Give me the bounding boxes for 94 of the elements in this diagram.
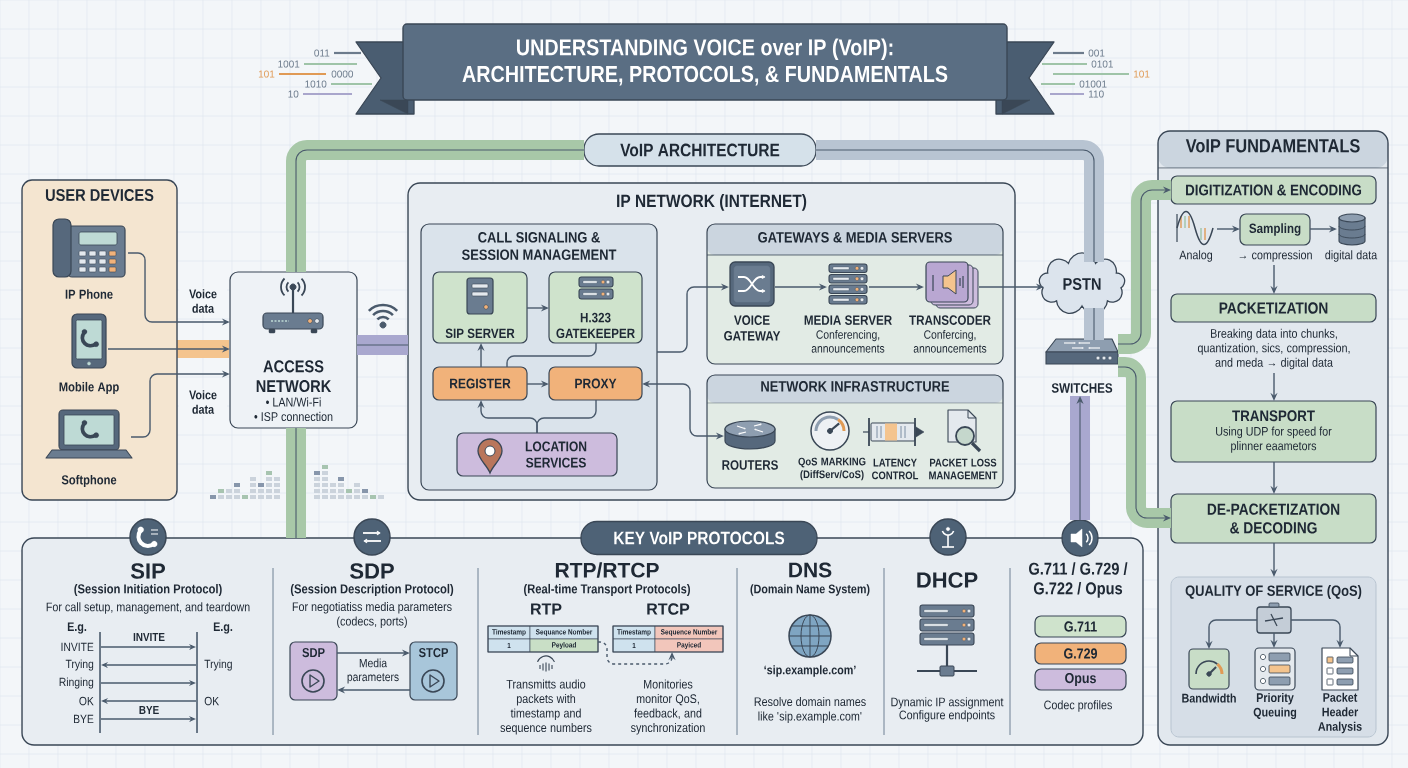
binary-digits: 110 bbox=[1088, 90, 1104, 98]
component-label: ROUTERS bbox=[722, 460, 778, 470]
connector-line bbox=[536, 399, 597, 434]
step-box: Sampling bbox=[1239, 213, 1311, 246]
table-heading: RTCP bbox=[647, 603, 690, 615]
device-label: Mobile App bbox=[59, 381, 119, 395]
message-label: OK bbox=[204, 696, 219, 706]
component-label: LATENCY CONTROL bbox=[872, 458, 919, 480]
binary-digits: 1010 bbox=[305, 80, 327, 88]
message-label: BYE bbox=[139, 706, 159, 714]
codec-pill: G.729 bbox=[1034, 642, 1127, 665]
node-label: Bandwidth bbox=[1182, 693, 1236, 703]
step-box: TRANSPORT Using UDP for speed for plinner eaametors bbox=[1170, 400, 1377, 463]
protocol-title: DHCP bbox=[917, 572, 978, 588]
binary-digits: 101 bbox=[258, 70, 275, 78]
cloud: PSTN bbox=[1038, 252, 1126, 315]
node-label: → compression bbox=[1239, 250, 1312, 262]
component-label: MEDIA SERVER Conferencing, announcements bbox=[804, 315, 892, 353]
speaker-icon bbox=[1061, 519, 1099, 557]
message-label: Trying bbox=[204, 659, 232, 671]
node-label: Packet Header Analysis bbox=[1318, 692, 1362, 734]
node-label: Analog bbox=[1179, 250, 1213, 262]
title-banner: UNDERSTANDING VOICE over IP (VoIP): ARCHITECTURE, PROTOCOLS, & FUNDAMENTALS bbox=[355, 23, 1055, 115]
binary-digits: 001 bbox=[1088, 49, 1105, 57]
hub-icon bbox=[1256, 602, 1292, 634]
node-label: digital data bbox=[1325, 250, 1378, 262]
binary-digits: 01001 bbox=[1079, 80, 1107, 88]
panel-heading: KEY VoIP PROTOCOLS bbox=[580, 520, 818, 556]
media-box: SDP bbox=[289, 641, 338, 701]
protocol-title: G.711 / G.729 / G.722 / Opus bbox=[1029, 562, 1128, 598]
protocol-subtitle: (Domain Name System) bbox=[750, 584, 870, 596]
codec-pill: G.711 bbox=[1034, 615, 1127, 638]
protocol-title: SIP bbox=[130, 563, 165, 579]
edge-label: Voice data bbox=[179, 287, 227, 315]
message-label: OK bbox=[79, 696, 94, 706]
device-label: IP Phone bbox=[65, 289, 113, 299]
device-label: Softphone bbox=[61, 474, 117, 488]
protocol-subtitle: (Real-time Transport Protocols) bbox=[524, 583, 690, 597]
edge-label: Voice data bbox=[179, 388, 227, 416]
protocol-subtitle: (Session Description Protocol) bbox=[290, 583, 454, 597]
component-label: SWITCHES bbox=[1051, 383, 1113, 393]
binary-digits: 011 bbox=[314, 49, 330, 57]
binary-digits: 101 bbox=[1133, 70, 1150, 78]
media-box: STCP bbox=[409, 641, 458, 701]
component-label: VOICE GATEWAY bbox=[724, 315, 781, 341]
node-label: Priority Queuing bbox=[1253, 692, 1297, 720]
service-box: LOCATION SERVICES bbox=[456, 432, 618, 477]
binary-digits: 0101 bbox=[1091, 60, 1113, 68]
label-pill: VoIP ARCHITECTURE bbox=[583, 133, 817, 167]
component-label: TRANSCODER Confercing, announcements bbox=[909, 315, 991, 353]
step-box: PACKETIZATION bbox=[1170, 293, 1377, 323]
component-label: QoS MARKING (DiffServ/CoS) bbox=[798, 457, 866, 481]
message-label: INVITE bbox=[133, 633, 165, 641]
pipe-connector bbox=[815, 140, 1104, 263]
pipe-connector bbox=[1084, 307, 1104, 341]
description: Monitories monitor QoS, feedback, and synchronization bbox=[630, 679, 705, 735]
binary-digits: 1001 bbox=[278, 60, 300, 68]
domain-name: ‘sip.example.com’ bbox=[764, 665, 856, 677]
description: Codec profiles bbox=[1044, 700, 1112, 712]
description: Transmitts audio packets with timestamp and sequence numbers bbox=[500, 679, 592, 735]
description: For negotiatiss media parameters (codecs, ports) bbox=[292, 601, 452, 629]
message-label: Trying bbox=[65, 659, 94, 671]
description: Resolve domain names like 'sip.example.com' bbox=[754, 696, 866, 724]
pipe-connector bbox=[286, 140, 585, 273]
message-label: INVITE bbox=[61, 642, 94, 652]
table-heading: RTP bbox=[531, 603, 562, 615]
pipe-connector bbox=[286, 427, 306, 539]
example-label: E.g. bbox=[213, 622, 233, 634]
pipe-connector bbox=[1070, 396, 1090, 521]
message-label: BYE bbox=[74, 714, 94, 724]
description: Configure endpoints bbox=[899, 710, 995, 722]
edge-label: Media parameters bbox=[338, 656, 408, 686]
binary-digits: 0000 bbox=[331, 70, 354, 78]
description: For call setup, management, and teardown bbox=[46, 602, 250, 614]
protocol-subtitle: (Session Initiation Protocol) bbox=[74, 583, 222, 597]
message-label: Ringing bbox=[59, 677, 94, 689]
pipe-connector bbox=[1117, 180, 1171, 354]
example-label: E.g. bbox=[67, 622, 87, 634]
codec-pill: Opus bbox=[1034, 668, 1127, 691]
protocol-title: SDP bbox=[350, 563, 394, 579]
process-box: PROXY bbox=[548, 366, 643, 401]
protocol-title: DNS bbox=[789, 562, 832, 578]
protocol-title: RTP/RTCP bbox=[555, 562, 659, 578]
step-box: DIGITIZATION & ENCODING bbox=[1170, 175, 1377, 205]
component-label: PACKET LOSS MANAGEMENT bbox=[929, 458, 998, 480]
binary-digits: 10 bbox=[288, 90, 299, 98]
description: Dynamic IP assignment bbox=[891, 697, 1004, 709]
description: Breaking data into chunks, quantization, sics, compression, and meda → digital data bbox=[1197, 328, 1350, 370]
process-box: REGISTER bbox=[432, 366, 528, 401]
pipe-connector bbox=[356, 335, 409, 355]
step-box: DE-PACKETIZATION & DECODING bbox=[1170, 493, 1377, 544]
connector-line bbox=[506, 342, 597, 368]
pipe-connector bbox=[1115, 357, 1171, 528]
access-box: ACCESS NETWORK • LAN/Wi-Fi • ISP connection bbox=[229, 271, 358, 429]
